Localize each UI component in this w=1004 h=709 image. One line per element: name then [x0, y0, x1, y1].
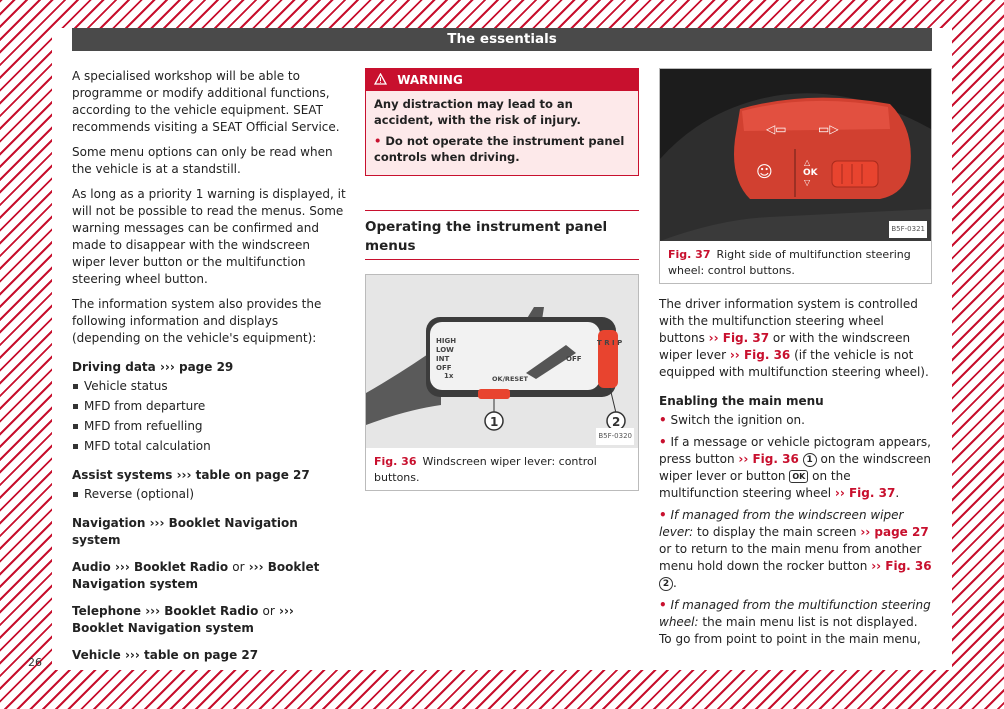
up-arrow-icon: △ [804, 158, 811, 167]
page-link[interactable]: page 29 [178, 360, 234, 374]
ok-button-symbol: OK [789, 470, 809, 483]
booklet-link[interactable]: Booklet Radio [164, 604, 259, 618]
figure-36: HIGH LOW INT OFF 1x OK/RESET OFF T R I P… [365, 274, 639, 491]
callout-2: 2 [612, 415, 620, 429]
bullet-dot-icon: • [659, 598, 667, 612]
paragraph: Some menu options can only be read when … [72, 145, 333, 176]
bullet-dot-icon: • [659, 435, 667, 449]
enabling-main-menu-heading: Enabling the main menu [659, 394, 824, 408]
label-int: INT [436, 355, 449, 363]
page-link[interactable]: table on page 27 [144, 648, 259, 662]
label-high: HIGH [436, 337, 456, 345]
page-link[interactable]: ›› page 27 [860, 525, 929, 539]
vehicle-heading: Vehicle ››› table on page 27 [72, 648, 259, 662]
step-bullet: • If managed from the windscreen wiper l… [659, 508, 932, 591]
down-arrow-icon: ▽ [804, 178, 811, 187]
paragraph: The information system also provides the… [72, 297, 322, 345]
list-item: MFD from refuelling [72, 418, 346, 435]
warning-text: Any distraction may lead to an accident,… [374, 97, 581, 127]
warning-header: WARNING [366, 69, 638, 91]
list-item: MFD from departure [72, 398, 346, 415]
paragraph: A specialised workshop will be able to p… [72, 69, 340, 134]
assist-systems-list: Reverse (optional) [72, 486, 346, 503]
figure-code: B5F-0320 [596, 428, 634, 445]
page-header: The essentials [72, 28, 932, 51]
paragraph: As long as a priority 1 warning is displ… [72, 187, 346, 286]
list-item: Vehicle status [72, 378, 346, 395]
audio-heading: Audio ››› Booklet Radio or ››› Booklet N… [72, 560, 320, 591]
page-link[interactable]: table on page 27 [195, 468, 310, 482]
wiper-lever-image: HIGH LOW INT OFF 1x OK/RESET OFF T R I P… [366, 275, 638, 448]
paragraph: The driver information system is control… [659, 297, 929, 379]
bullet-dot-icon: • [374, 134, 382, 148]
page-number: 26 [28, 656, 42, 669]
booklet-link[interactable]: Booklet Radio [134, 560, 229, 574]
label-1x: 1x [444, 372, 454, 380]
list-item: Reverse (optional) [72, 486, 346, 503]
booklet-link[interactable]: Booklet Navigation system [72, 516, 298, 547]
bullet-dot-icon: • [659, 508, 667, 522]
bullet-dot-icon: • [659, 413, 667, 427]
booklet-link[interactable]: Booklet Navigation system [72, 560, 320, 591]
warning-box: WARNING Any distraction may lead to an a… [365, 68, 639, 176]
warning-body: Any distraction may lead to an accident,… [366, 91, 638, 175]
list-item: MFD total calculation [72, 438, 346, 455]
step-bullet: • Switch the ignition on. [659, 413, 805, 427]
figure-code: B5F-0321 [889, 221, 927, 238]
telephone-heading: Telephone ››› Booklet Radio or ››› Bookl… [72, 604, 294, 635]
callout-circle: 1 [802, 452, 817, 467]
manual-page: The essentials A specialised workshop wi… [52, 28, 952, 670]
fig-link[interactable]: ›› Fig. 36 [738, 452, 799, 466]
ok-label: OK [803, 168, 819, 178]
assist-systems-heading: Assist systems ››› table on page 27 [72, 468, 310, 482]
label-off: OFF [436, 364, 452, 372]
wiper-lever-illustration: HIGH LOW INT OFF 1x OK/RESET OFF T R I P… [366, 275, 638, 448]
driving-data-list: Vehicle status MFD from departure MFD fr… [72, 378, 346, 455]
booklet-link[interactable]: Booklet Navigation system [72, 621, 254, 635]
label-trip: T R I P [597, 339, 622, 347]
callout-1: 1 [490, 415, 498, 429]
fig-link[interactable]: ›› Fig. 37 [834, 486, 896, 500]
callout-circle: 2 [659, 576, 673, 591]
prev-screen-icon: ◁▭ [765, 122, 787, 136]
fig-link[interactable]: ›› Fig. 37 [708, 331, 770, 345]
steering-wheel-image: ◁▭ ▭▷ ☺ △ OK ▽ B5F-0321 [660, 69, 931, 241]
label-ok-reset: OK/RESET [492, 375, 529, 383]
navigation-heading: Navigation ››› Booklet Navigation system [72, 516, 298, 547]
warning-triangle-icon [373, 72, 391, 87]
column-left: A specialised workshop will be able to p… [72, 68, 346, 666]
voice-control-icon: ☺ [756, 162, 773, 181]
steering-wheel-illustration: ◁▭ ▭▷ ☺ △ OK ▽ [660, 69, 931, 241]
step-bullet: • If a message or vehicle pictogram appe… [659, 435, 932, 500]
label-off-2: OFF [566, 355, 582, 363]
driving-data-heading: Driving data ››› page 29 [72, 360, 234, 374]
label-low: LOW [436, 346, 454, 354]
next-screen-icon: ▭▷ [818, 122, 839, 136]
column-middle: WARNING Any distraction may lead to an a… [365, 68, 639, 491]
section-title: Operating the instrument panel menus [365, 210, 639, 260]
fig-link[interactable]: ›› Fig. 36 [871, 559, 932, 573]
step-bullet: • If managed from the multifunction stee… [659, 598, 931, 646]
fig-link[interactable]: ›› Fig. 36 [729, 348, 791, 362]
warning-bullet: • Do not operate the instrument panel co… [374, 134, 625, 164]
